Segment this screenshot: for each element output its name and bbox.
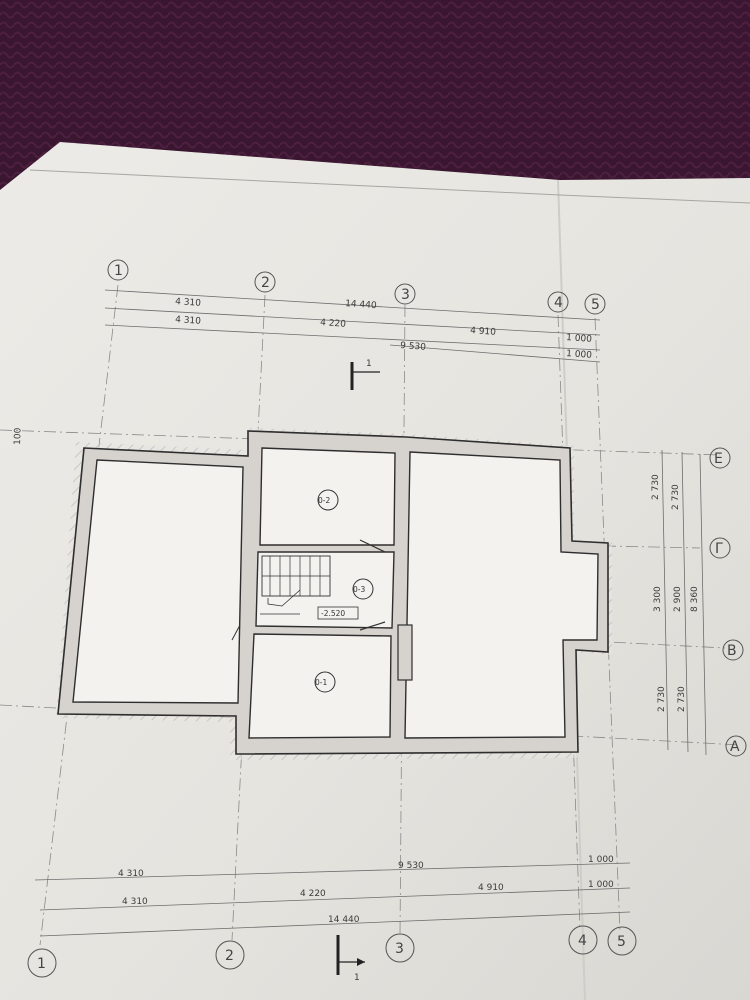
right-dim-label: 2 730: [651, 474, 661, 500]
bottom-dim-label: 4 310: [122, 897, 148, 907]
right-dim-label: 8 360: [690, 586, 700, 612]
section-number: 1: [354, 973, 360, 983]
top-dim-label: 4 910: [470, 326, 497, 338]
left-dim-label: 100: [13, 427, 24, 445]
top-dim-label: 4 220: [320, 318, 347, 330]
top-dim-label: 4 310: [175, 315, 202, 327]
section-mark-top: 1: [350, 359, 380, 390]
right-dim-label: 2 730: [677, 686, 687, 712]
room-marker: [314, 671, 336, 693]
top-dim-label: 1 000: [566, 349, 593, 361]
axis-5-label: 5: [617, 934, 626, 950]
bottom-dim-label: 9 530: [398, 861, 424, 871]
top-dim-label: 14 440: [345, 299, 377, 311]
axis-2-label: 2: [225, 948, 234, 964]
room-label: 0-1: [315, 678, 327, 687]
top-axis-markers: 1 2 3 4 5: [107, 259, 606, 315]
right-axis-markers: Е Г В А: [709, 447, 747, 757]
axis-5-label: 5: [591, 297, 600, 313]
top-dim-label: 9 530: [400, 341, 427, 353]
room-marker: [352, 578, 374, 600]
axis-1-label: 1: [37, 956, 46, 972]
staircase: [260, 555, 331, 615]
bottom-dim-label: 4 910: [478, 883, 504, 893]
axis-3-label: 3: [401, 287, 410, 303]
axis-1-label: 1: [114, 263, 123, 279]
axis-3-label: 3: [395, 941, 404, 957]
frame-line: [29, 169, 561, 196]
top-dim-label: 1 000: [566, 333, 593, 345]
bottom-dim-label: 4 220: [300, 889, 326, 899]
bottom-dimensions: 4 310 9 530 1 000 4 310 4 220 4 910 1 00…: [34, 855, 631, 937]
bottom-dim-label: 4 310: [118, 869, 144, 879]
right-dim-label: 3 300: [653, 586, 663, 612]
axis-4-label: 4: [554, 295, 563, 311]
floor-plan: 0-2 0-3 0-1 -2.520: [56, 428, 612, 760]
top-dimensions: 4 310 14 440 4 310 4 220 4 910 1 000 9 5…: [104, 289, 601, 363]
right-dim-label: 2 900: [673, 586, 683, 612]
top-dim-label: 4 310: [175, 297, 202, 309]
axis-a-label: А: [730, 739, 740, 755]
level-mark: -2.520: [321, 609, 345, 618]
right-dimensions: 2 730 3 300 2 730 2 730 2 900 2 730 8 36…: [651, 449, 707, 756]
room-left: [72, 459, 244, 704]
right-dim-label: 2 730: [657, 686, 667, 712]
axis-v-label: В: [727, 643, 737, 659]
right-dim-label: 2 730: [671, 484, 681, 510]
section-number: 1: [366, 359, 372, 369]
bottom-dim-label: 14 440: [328, 915, 360, 925]
axis-4-label: 4: [578, 933, 587, 949]
axis-g-label: Г: [715, 541, 724, 557]
room-right: [404, 451, 599, 739]
room-marker: [317, 489, 339, 511]
section-mark-bottom: 1: [336, 935, 365, 983]
bottom-axis-markers: 1 2 3 4 5: [27, 925, 637, 978]
room-label: 0-3: [353, 585, 365, 594]
room-label: 0-2: [318, 496, 330, 505]
axis-e-label: Е: [714, 451, 723, 467]
room-0-3: [255, 551, 395, 629]
bottom-dim-label: 1 000: [588, 880, 614, 890]
axis-2-label: 2: [261, 275, 270, 291]
bottom-dim-label: 1 000: [588, 855, 614, 865]
